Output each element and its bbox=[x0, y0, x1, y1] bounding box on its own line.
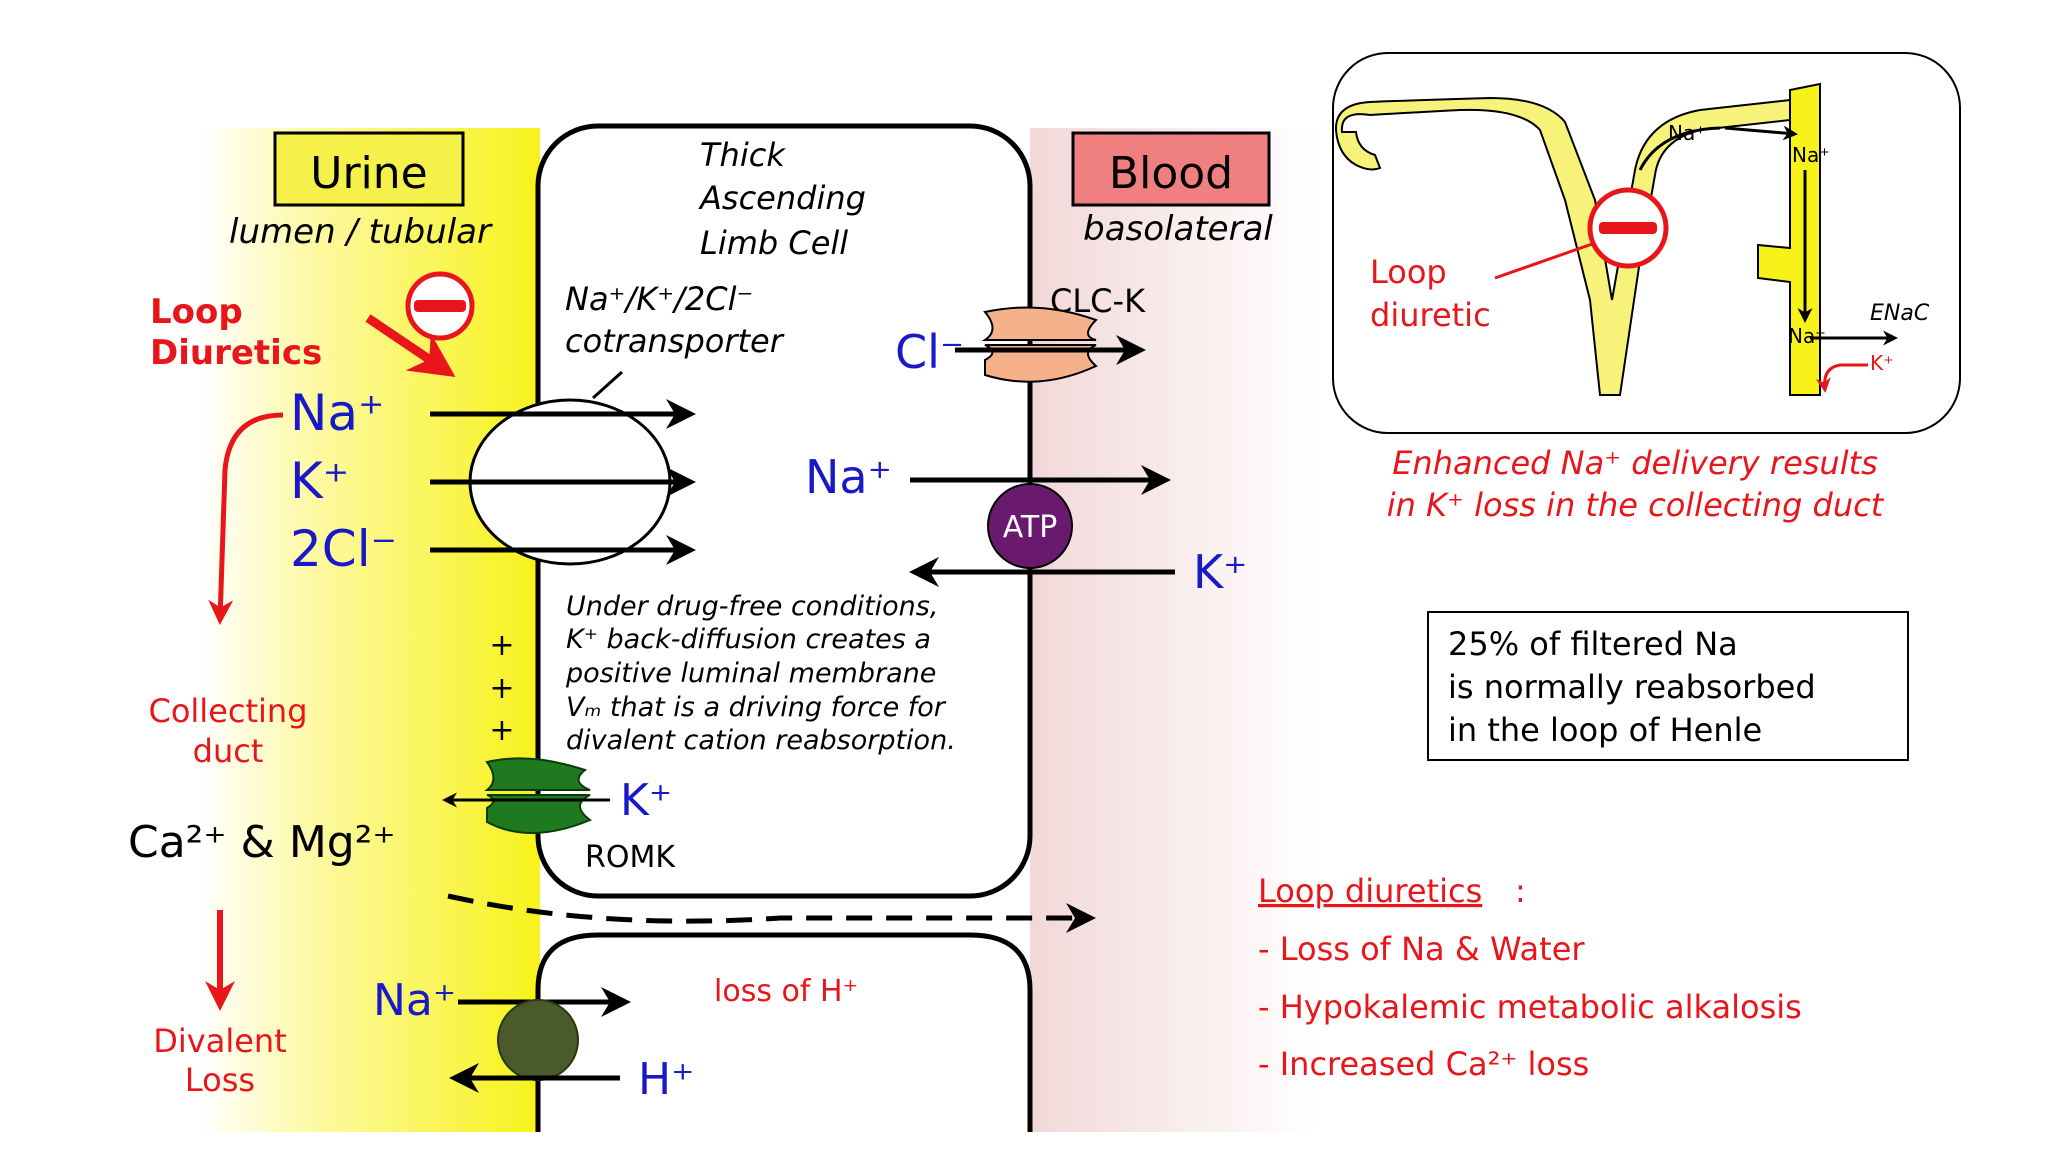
cell-label-line3: Limb Cell bbox=[700, 224, 848, 262]
k-lumen-label: K⁺ bbox=[290, 452, 349, 510]
na-lumen-label: Na⁺ bbox=[290, 384, 384, 442]
loop-diuretics-label-line1: Loop bbox=[150, 292, 243, 332]
urine-subtitle: lumen / tubular bbox=[229, 212, 493, 252]
urine-label-box bbox=[273, 131, 465, 207]
enhanced-note-line2: in K⁺ loss in the collecting duct bbox=[1387, 486, 1885, 524]
urine-zone bbox=[200, 128, 540, 1132]
blood-zone bbox=[1030, 128, 1320, 1132]
divalent-loss-label-line1: Divalent bbox=[153, 1022, 286, 1060]
filtered-na-box bbox=[1427, 611, 1909, 761]
luminal-plus-1: + bbox=[489, 628, 514, 663]
blood-label-box bbox=[1071, 131, 1271, 207]
na-lower-label: Na⁺ bbox=[373, 975, 456, 1026]
inset-na-3: Na⁺ bbox=[1788, 324, 1826, 348]
atp-label: ATP bbox=[1003, 510, 1058, 545]
effects-heading: Loop diuretics bbox=[1258, 872, 1482, 910]
romk-label: ROMK bbox=[585, 840, 676, 875]
luminal-plus-2: + bbox=[489, 671, 514, 706]
k-basolateral-label: K⁺ bbox=[1193, 545, 1247, 599]
divalent-paracellular-arrow bbox=[447, 893, 1096, 933]
inset-na-1: Na⁺ bbox=[1668, 121, 1706, 145]
lower-cell bbox=[535, 932, 1033, 1132]
na-h-exchanger bbox=[497, 999, 579, 1081]
inhibitor-icon bbox=[405, 271, 475, 341]
inset-enac-label: ENaC bbox=[1870, 301, 1930, 326]
collecting-duct-label-line2: duct bbox=[193, 732, 264, 770]
h-lower-label: H⁺ bbox=[638, 1054, 694, 1105]
inset-loop-label-line1: Loop bbox=[1370, 253, 1447, 291]
urine-title: Urine bbox=[310, 148, 427, 199]
drug-free-note-line4: Vₘ that is a driving force for bbox=[566, 692, 947, 723]
na-basolateral-label: Na⁺ bbox=[805, 450, 892, 504]
drug-free-note-line5: divalent cation reabsorption. bbox=[566, 725, 956, 756]
k-romk-label: K⁺ bbox=[620, 775, 672, 826]
filtered-na-line2: is normally reabsorbed bbox=[1448, 668, 1816, 706]
inset-na-2: Na⁺ bbox=[1792, 143, 1830, 167]
blood-subtitle: basolateral bbox=[1083, 209, 1273, 249]
cell-label-line1: Thick bbox=[700, 136, 786, 174]
loop-diuretics-label-line2: Diuretics bbox=[150, 333, 322, 373]
clck-channel bbox=[981, 306, 1098, 383]
divalent-cations-label: Ca²⁺ & Mg²⁺ bbox=[128, 817, 396, 868]
inset-loop-label-line2: diuretic bbox=[1370, 296, 1491, 334]
inset-loop-pointer bbox=[1494, 241, 1596, 280]
cotransporter-label-line1: Na⁺/K⁺/2Cl⁻ bbox=[565, 280, 753, 318]
effects-heading-colon: : bbox=[1515, 872, 1526, 910]
luminal-plus-3: + bbox=[489, 713, 514, 748]
cl-lumen-label: 2Cl⁻ bbox=[290, 520, 397, 578]
inset-inhibitor-icon bbox=[1587, 187, 1669, 269]
drug-free-note-line3: positive luminal membrane bbox=[565, 658, 936, 689]
effects-item-2: - Hypokalemic metabolic alkalosis bbox=[1258, 988, 1802, 1026]
romk-channel bbox=[484, 757, 592, 834]
collecting-duct-label-line1: Collecting bbox=[148, 692, 307, 730]
effects-item-3: - Increased Ca²⁺ loss bbox=[1258, 1045, 1589, 1083]
loop-diuretics-arrow bbox=[365, 314, 456, 378]
collecting-duct-arrow bbox=[208, 412, 284, 625]
inset-k-label: K⁺ bbox=[1870, 351, 1894, 375]
cell-label-line2: Ascending bbox=[698, 179, 866, 217]
drug-free-note-line2: K⁺ back-diffusion creates a bbox=[566, 624, 931, 655]
drug-free-note-line1: Under drug-free conditions, bbox=[566, 591, 938, 622]
atp-pump bbox=[987, 483, 1073, 569]
cotransporter-label-line2: cotransporter bbox=[565, 322, 785, 360]
divalent-loss-label-line2: Loss bbox=[185, 1061, 255, 1099]
enhanced-note-line1: Enhanced Na⁺ delivery results bbox=[1392, 444, 1878, 482]
effects-item-1: - Loss of Na & Water bbox=[1258, 930, 1585, 968]
filtered-na-line3: in the loop of Henle bbox=[1448, 711, 1762, 749]
loss-of-h-label: loss of H⁺ bbox=[714, 974, 858, 1009]
inset-na-flow-2 bbox=[1724, 125, 1798, 141]
inset-k-arrow bbox=[1815, 363, 1868, 393]
blood-title: Blood bbox=[1109, 148, 1233, 199]
cl-basolateral-label: Cl⁻ bbox=[895, 325, 964, 379]
inset-na-flow-1 bbox=[1638, 126, 1721, 171]
filtered-na-line1: 25% of filtered Na bbox=[1448, 625, 1738, 663]
cotransporter-pointer bbox=[591, 370, 624, 400]
